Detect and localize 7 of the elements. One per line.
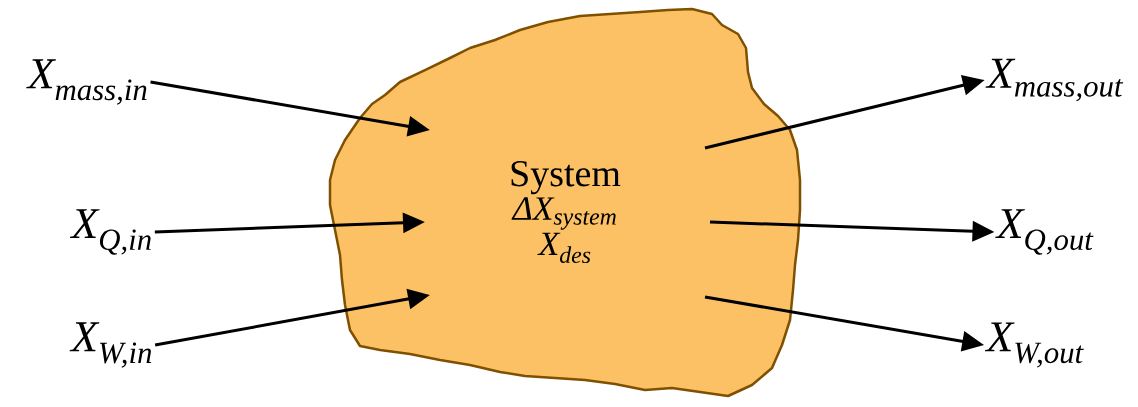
variable-label: X$_{W,out}$ bbox=[984, 322, 1084, 368]
variable-label: X$_{mass,in}$ bbox=[26, 59, 147, 105]
variable-label: X$_{Q,out}$ bbox=[995, 209, 1094, 255]
variable-label: X$_{mass,out}$ bbox=[985, 58, 1124, 102]
variable-label: X$_{W,in}$ bbox=[69, 322, 152, 368]
variable-label: X$_{Q,in}$ bbox=[69, 209, 151, 255]
system-blob: System ΔX$_{system}$ X$_{des}$ bbox=[328, 7, 802, 398]
